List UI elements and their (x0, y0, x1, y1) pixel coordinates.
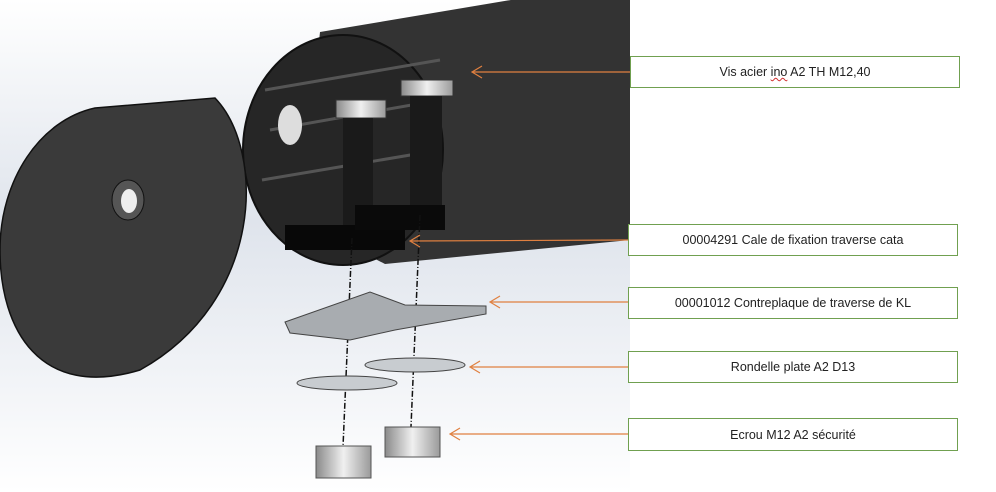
label-nut: Ecrou M12 A2 sécurité (628, 418, 958, 451)
fixing-shim (285, 205, 445, 250)
label-text: A2 TH M12,40 (787, 65, 871, 79)
label-shim: 00004291 Cale de fixation traverse cata (628, 224, 958, 256)
leader-3 (488, 295, 628, 309)
leader-1 (470, 65, 630, 79)
end-cap-disk (0, 97, 247, 378)
label-text: Vis acier (719, 65, 771, 79)
label-counter-plate: 00001012 Contreplaque de traverse de KL (628, 287, 958, 319)
leader-5 (448, 427, 628, 441)
leader-4 (468, 360, 628, 374)
label-text: 00004291 Cale de fixation traverse cata (682, 233, 904, 247)
label-text: Ecrou M12 A2 sécurité (730, 427, 856, 442)
misspelled-word: ino (770, 65, 788, 79)
nuts (315, 426, 441, 479)
label-text: Rondelle plate A2 D13 (730, 360, 856, 374)
label-text: 00001012 Contreplaque de traverse de KL (674, 296, 912, 310)
washers (296, 357, 466, 391)
leader-arrows (408, 65, 630, 441)
assembly-axes (341, 214, 421, 471)
label-washer: Rondelle plate A2 D13 (628, 351, 958, 383)
counter-plate (284, 291, 487, 341)
leader-2 (408, 234, 629, 248)
label-screw: Vis acier ino A2 TH M12,40 (630, 56, 960, 88)
